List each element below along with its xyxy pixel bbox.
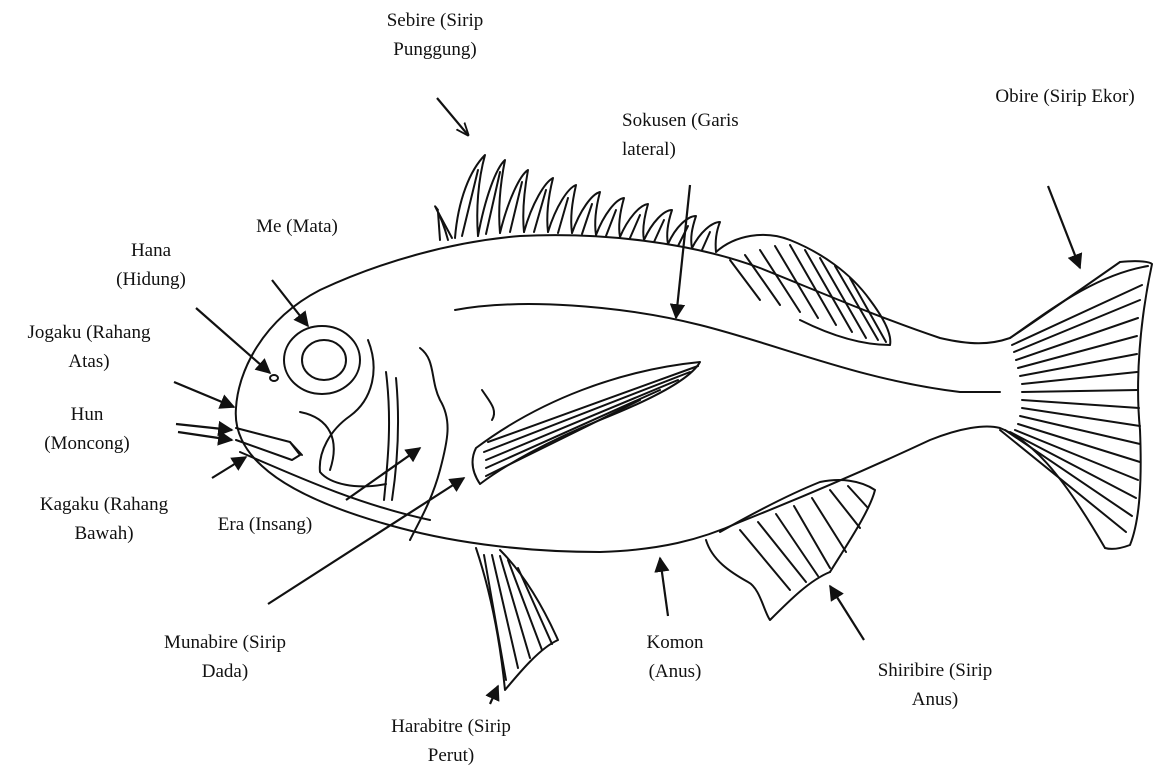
label-komon: Komon(Anus) (620, 628, 730, 686)
label-hana: Hana(Hidung) (96, 236, 206, 294)
arrow-jogaku (174, 382, 234, 407)
arrow-harabitre (490, 686, 498, 704)
lateral-line (455, 304, 1000, 392)
pelvic-fin (476, 548, 558, 690)
mouth (236, 412, 334, 470)
arrow-era (346, 448, 420, 500)
arrow-hun-a (176, 424, 232, 430)
tail-fin (1000, 261, 1152, 549)
arrow-munabire (268, 478, 464, 604)
eye (284, 326, 360, 394)
label-era: Era (Insang) (200, 510, 330, 539)
label-obire: Obire (Sirip Ekor) (970, 82, 1160, 111)
label-me: Me (Mata) (232, 212, 362, 241)
arrow-sebire (437, 98, 468, 135)
arrow-me (272, 280, 308, 326)
arrow-shiribire (830, 586, 864, 640)
pectoral-fin (473, 362, 700, 484)
arrow-komon (660, 558, 668, 616)
nostril (270, 375, 278, 381)
arrow-hun-b (178, 432, 232, 440)
label-hun: Hun(Moncong) (22, 400, 152, 458)
arrow-sokusen (676, 185, 690, 318)
arrow-obire (1048, 186, 1080, 268)
arrow-hana (196, 308, 270, 373)
arrow-kagaku (212, 457, 246, 478)
gill-cover (320, 340, 494, 540)
